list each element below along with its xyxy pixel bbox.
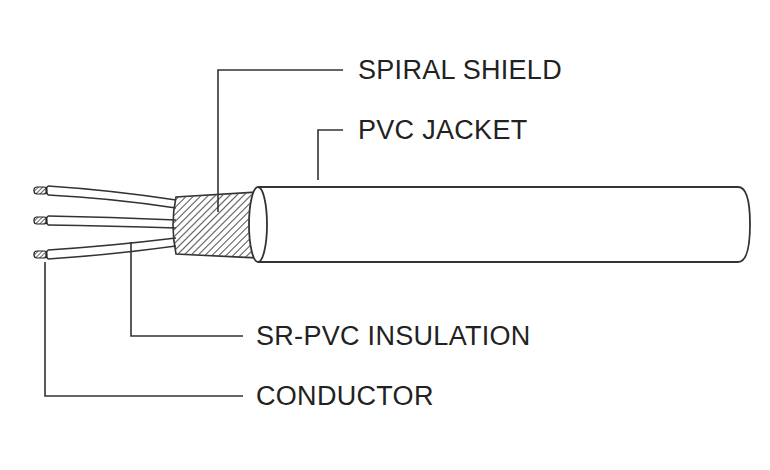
part-label: CONDUCTOR: [256, 380, 434, 412]
jacket-end: [249, 187, 267, 262]
shield-visible: [173, 192, 252, 257]
spiral-shield: [173, 192, 258, 258]
conductor-tips: [34, 187, 47, 258]
part-label: SR-PVC INSULATION: [256, 320, 531, 352]
pvc-jacket: [258, 187, 750, 262]
wires: [46, 186, 176, 259]
part-label: SPIRAL SHIELD: [358, 54, 562, 86]
part-label: PVC JACKET: [358, 114, 528, 146]
